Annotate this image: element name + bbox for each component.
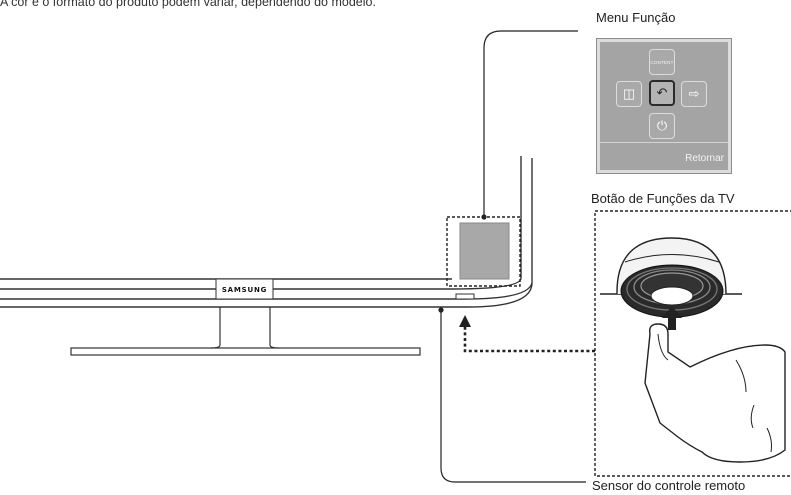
brand-logo: SAMSUNG — [222, 286, 267, 294]
dotted-arrow — [463, 326, 595, 353]
menu-funcao-label: Menu Função — [596, 10, 676, 25]
source-icon: ⇨ — [688, 86, 700, 101]
source-key[interactable]: ⇨ — [681, 81, 707, 107]
tv-stand — [70, 307, 421, 356]
panel-footer: Retornar — [600, 142, 728, 170]
leader-dot-menu — [481, 214, 487, 220]
power-key[interactable]: ⏻ — [649, 113, 675, 139]
function-menu-panel: CONTENT ◫ ↶ ⇨ ⏻ Retornar — [596, 38, 732, 174]
leader-dot-sensor — [438, 307, 444, 313]
press-arrow — [662, 306, 682, 330]
return-label: Retornar — [685, 153, 724, 164]
return-icon: ↶ — [656, 85, 668, 100]
leader-line-sensor — [440, 310, 586, 483]
tv-function-button-illustration — [600, 237, 786, 463]
model-variation-note: A cor e o formato do produto podem varia… — [0, 0, 376, 9]
botao-funcoes-label: Botão de Funções da TV — [591, 191, 735, 206]
function-button-area — [459, 222, 510, 280]
logo-plate — [215, 278, 274, 300]
dotted-arrow-head — [459, 315, 471, 327]
sensor-label: Sensor do controle remoto — [592, 478, 746, 493]
menu-icon: ◫ — [622, 86, 636, 101]
menu-key[interactable]: ◫ — [616, 81, 642, 107]
remote-sensor-window — [455, 293, 475, 300]
power-icon: ⏻ — [656, 118, 668, 133]
content-key[interactable]: CONTENT — [649, 49, 675, 75]
button-illustration-frame — [594, 210, 791, 477]
leader-line-menu — [483, 30, 578, 217]
return-key[interactable]: ↶ — [649, 80, 675, 106]
